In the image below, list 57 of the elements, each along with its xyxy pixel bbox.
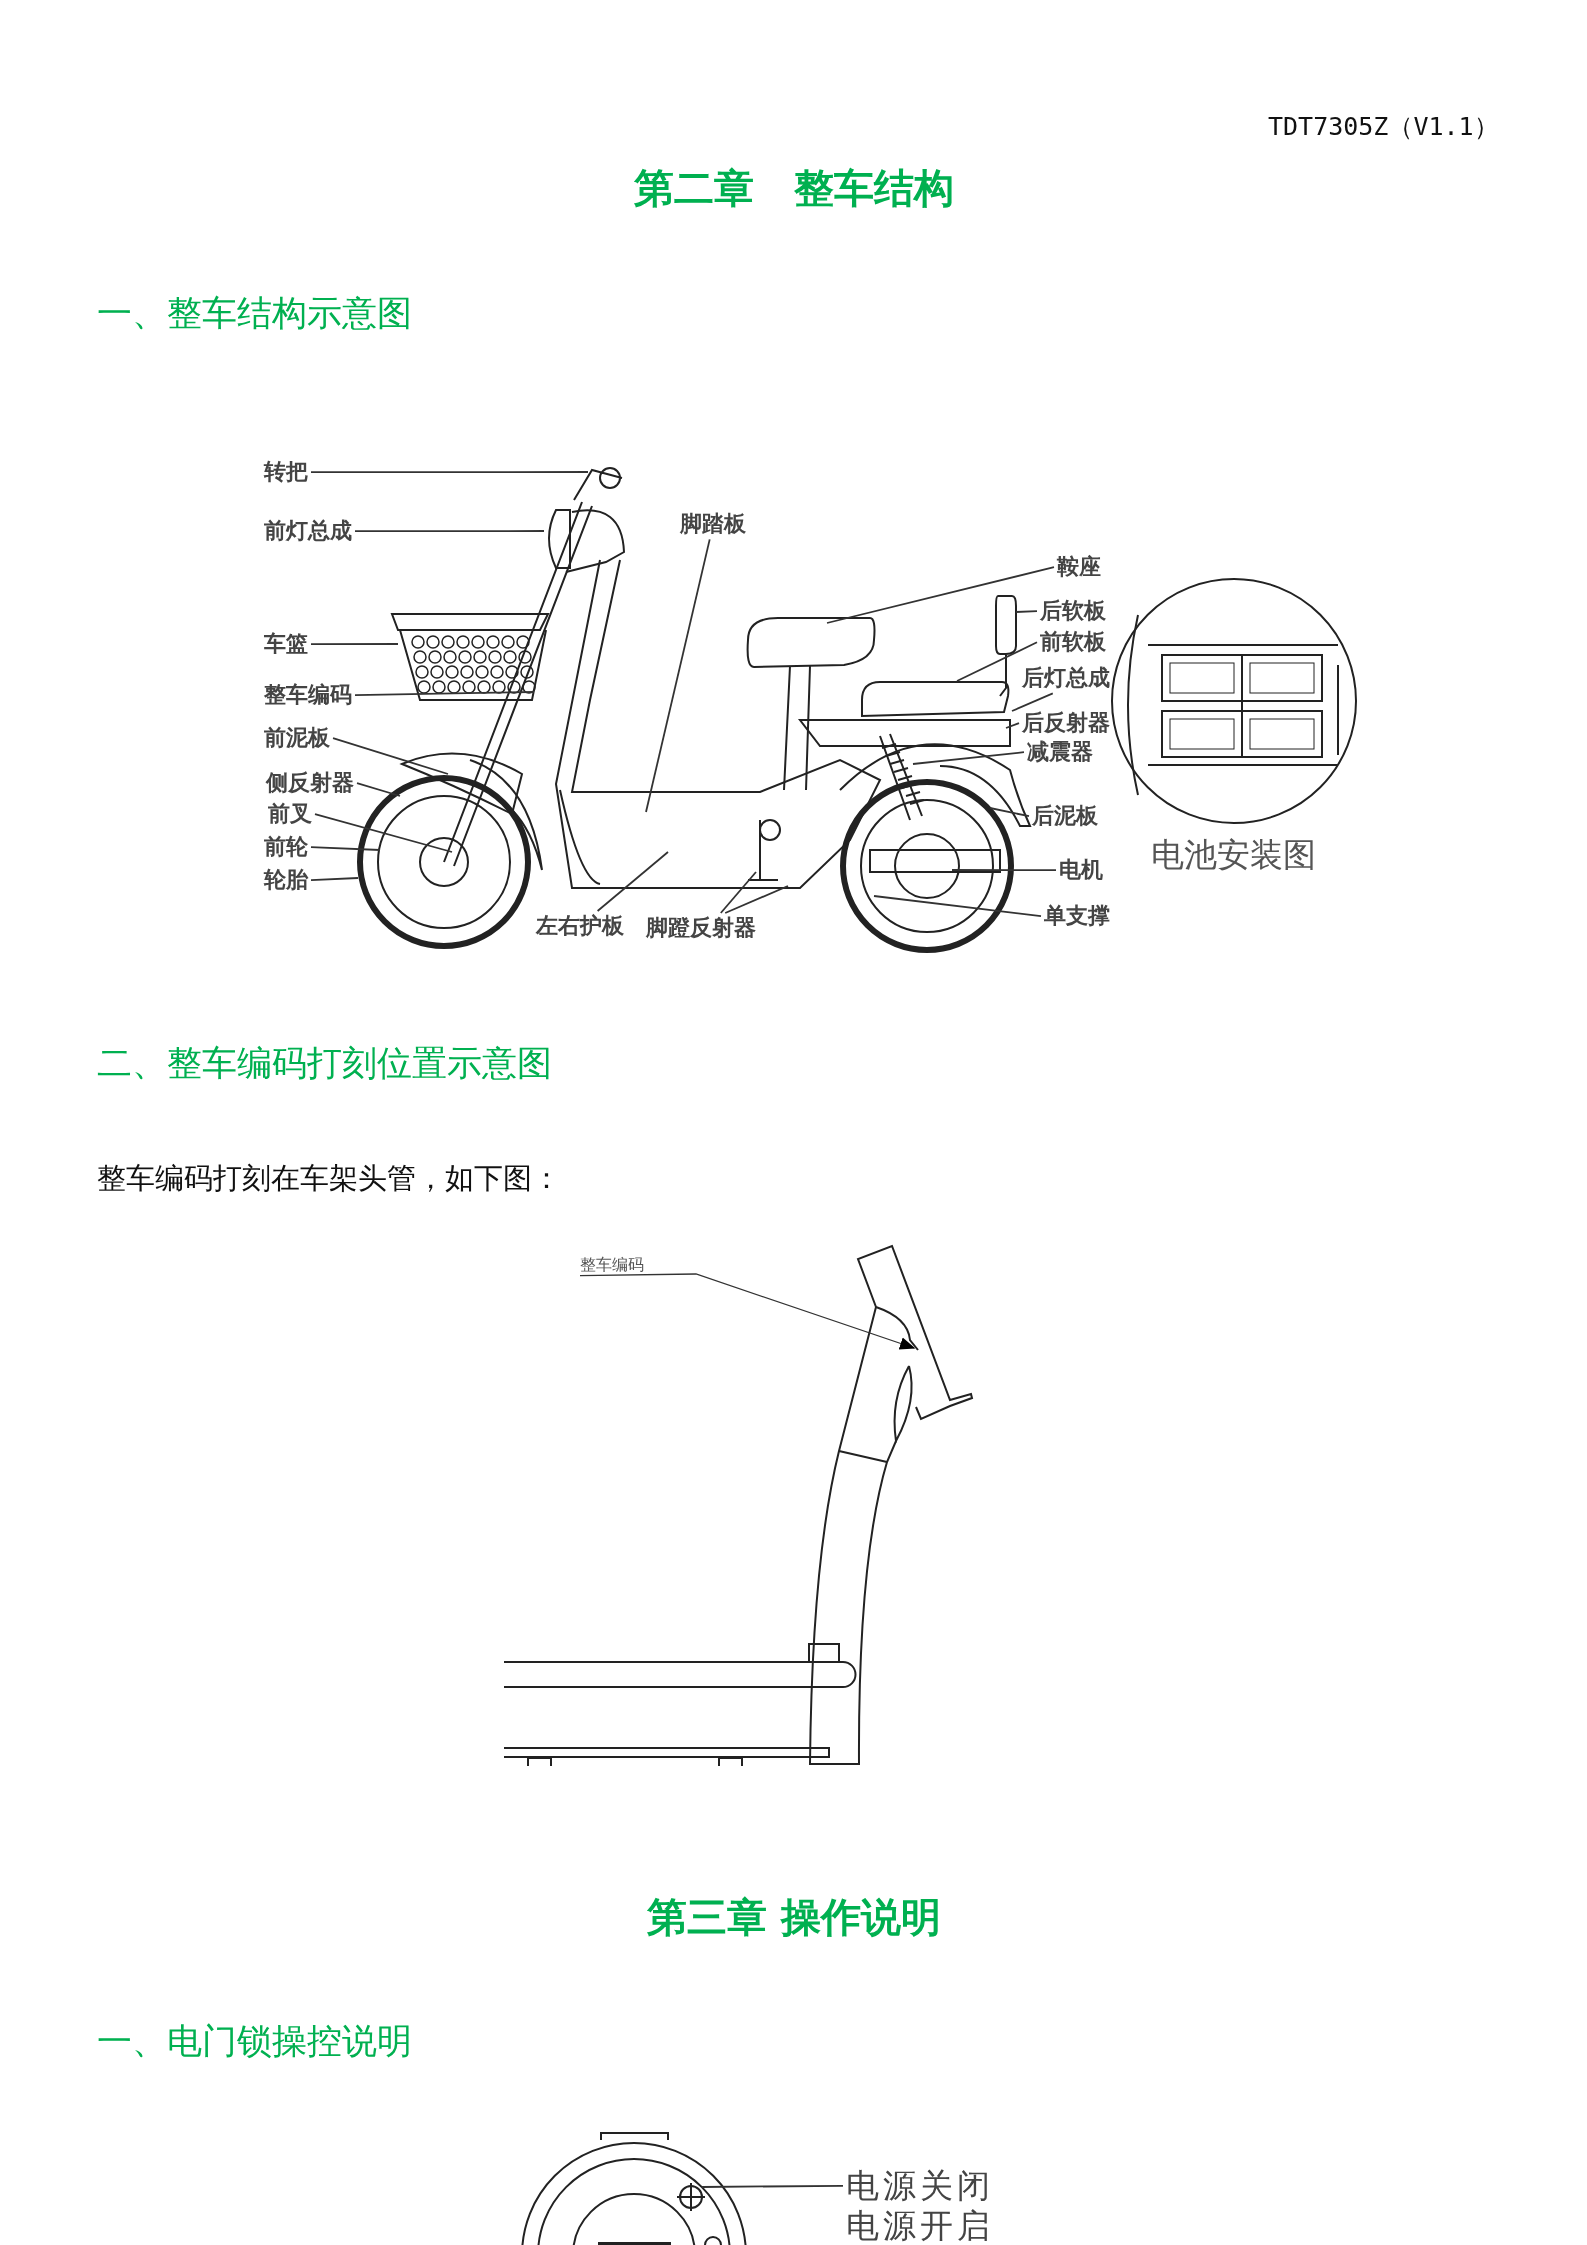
part-label: 前轮 bbox=[264, 834, 308, 861]
frame-drawing bbox=[503, 1244, 974, 1767]
leader-line bbox=[719, 871, 757, 914]
section-heading: 二、整车编码打刻位置示意图 bbox=[97, 1042, 552, 1084]
part-label: 侧反射器 bbox=[266, 770, 354, 797]
part-label: 后灯总成 bbox=[1022, 665, 1110, 692]
leader-line bbox=[951, 869, 1057, 872]
leader-line bbox=[314, 813, 453, 853]
leader-line bbox=[310, 877, 359, 882]
leader-line bbox=[645, 538, 711, 813]
figure-caption: 电池安装图 bbox=[1151, 835, 1316, 875]
leader-line bbox=[356, 782, 401, 797]
part-label: 前软板 bbox=[1040, 629, 1106, 656]
leader-line bbox=[1015, 610, 1038, 613]
chapter-title: 第二章 整车结构 bbox=[634, 164, 954, 212]
leader-line bbox=[596, 851, 669, 912]
part-label: 后软板 bbox=[1040, 598, 1106, 625]
part-label: 电机 bbox=[1059, 857, 1103, 884]
part-label: 脚蹬反射器 bbox=[646, 915, 756, 942]
leader-line bbox=[332, 737, 449, 775]
part-label: 轮胎 bbox=[264, 867, 308, 894]
leader-line bbox=[579, 1273, 916, 1350]
body-text: 整车编码打刻在车架头管，如下图： bbox=[97, 1161, 561, 1196]
part-label: 脚踏板 bbox=[680, 511, 746, 538]
part-label: 减震器 bbox=[1027, 739, 1093, 766]
leader-line bbox=[1011, 692, 1054, 712]
part-label: 前灯总成 bbox=[264, 518, 352, 545]
callout-label: 电源开启 bbox=[846, 2206, 994, 2245]
document-code: TDT7305Z（V1.1） bbox=[1268, 112, 1499, 142]
section-heading: 一、电门锁操控说明 bbox=[97, 2020, 412, 2062]
leader-line bbox=[724, 885, 789, 914]
leader-line bbox=[701, 2184, 844, 2188]
part-label: 前泥板 bbox=[264, 725, 330, 752]
section-heading: 一、整车结构示意图 bbox=[97, 292, 412, 334]
part-label: 后泥板 bbox=[1032, 803, 1098, 830]
leader-line bbox=[310, 471, 589, 474]
lock-drawing bbox=[521, 2132, 747, 2245]
part-label: 左右护板 bbox=[536, 913, 624, 940]
part-label: 鞍座 bbox=[1057, 554, 1101, 581]
leader-line bbox=[912, 751, 1025, 765]
leader-line bbox=[354, 530, 545, 533]
part-label: 前叉 bbox=[268, 801, 312, 828]
chapter-title: 第三章 操作说明 bbox=[647, 1893, 941, 1941]
part-label: 后反射器 bbox=[1022, 710, 1110, 737]
leader-line bbox=[956, 641, 1038, 682]
leader-line bbox=[1005, 722, 1020, 729]
leader-line bbox=[873, 895, 1042, 918]
part-label: 整车编码 bbox=[264, 682, 352, 709]
part-label: 单支撑 bbox=[1044, 903, 1110, 930]
leader-line bbox=[310, 643, 399, 646]
part-label: 转把 bbox=[264, 459, 308, 486]
leader-line bbox=[310, 846, 381, 851]
leader-line bbox=[354, 691, 535, 697]
leader-line bbox=[989, 807, 1030, 818]
part-label: 车篮 bbox=[264, 631, 308, 658]
callout-label: 电源关闭 bbox=[846, 2166, 994, 2206]
leader-line bbox=[826, 566, 1055, 624]
